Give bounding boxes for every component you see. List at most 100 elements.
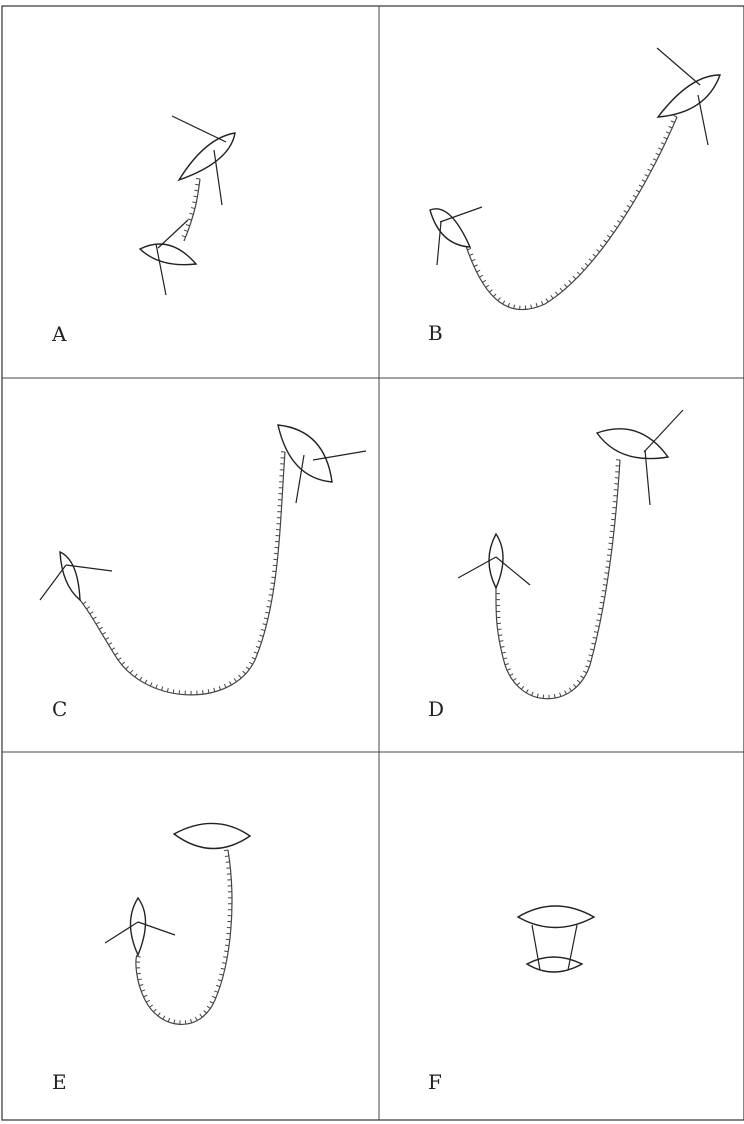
- trail-tick: [472, 259, 476, 261]
- panel-b-upper-keel: [698, 95, 708, 145]
- trail-tick: [108, 643, 111, 645]
- trail-tick: [146, 1000, 150, 1002]
- trail-tick: [96, 622, 99, 624]
- trail-tick: [126, 666, 129, 669]
- trail-tick: [182, 236, 186, 237]
- trail-tick: [587, 661, 591, 662]
- panel-d: D: [428, 410, 683, 721]
- panel-a-lower-mast: [158, 220, 188, 248]
- trail-tick: [267, 606, 271, 607]
- trail-tick: [669, 126, 673, 128]
- panel-b-upper-mast: [657, 48, 700, 85]
- trail-tick: [200, 1014, 202, 1017]
- trail-tick: [144, 995, 148, 997]
- trail-tick: [577, 680, 580, 683]
- trail-tick: [115, 653, 118, 655]
- panel-d-upper-mast: [644, 410, 683, 452]
- trail-tick: [526, 689, 528, 692]
- trail-tick: [666, 132, 670, 134]
- trail-tick: [222, 963, 226, 964]
- panel-b-upper-boat: [658, 75, 720, 117]
- trail-tick: [118, 658, 121, 660]
- trail-tick: [589, 259, 592, 262]
- trail-tick: [150, 682, 152, 686]
- trail-tick: [225, 856, 229, 857]
- panel-b-trail: [466, 117, 677, 310]
- trail-tick: [650, 164, 654, 166]
- trail-tick: [486, 285, 489, 287]
- trail-tick: [614, 225, 617, 227]
- panel-d-upper-boat: [597, 429, 668, 459]
- trail-tick: [664, 137, 668, 139]
- trail-tick: [594, 632, 598, 633]
- trail-tick: [192, 202, 196, 203]
- trail-tick: [141, 990, 145, 991]
- trail-tick: [589, 655, 593, 656]
- trail-tick: [263, 624, 267, 625]
- trail-tick: [105, 638, 108, 640]
- trail-tick: [207, 1006, 210, 1008]
- trail-tick: [208, 689, 209, 693]
- trail-tick: [188, 219, 192, 220]
- trail-tick: [173, 689, 174, 693]
- trail-tick: [585, 666, 589, 667]
- panel-e-upper-boat: [174, 823, 250, 848]
- trail-tick: [268, 601, 272, 602]
- trail-tick: [469, 254, 473, 255]
- trail-tick: [156, 685, 157, 689]
- trail-tick: [580, 676, 583, 678]
- trail-tick: [158, 1013, 161, 1016]
- trail-tick: [517, 683, 520, 686]
- trail-tick: [499, 641, 503, 642]
- trail-tick: [577, 272, 580, 275]
- panel-b: B: [428, 48, 720, 345]
- panel-f-label: F: [428, 1070, 442, 1094]
- trail-tick: [673, 115, 677, 117]
- trail-tick: [239, 675, 242, 678]
- trail-tick: [602, 591, 606, 592]
- trail-tick: [531, 305, 532, 309]
- trail-tick: [591, 643, 595, 644]
- trail-tick: [595, 626, 599, 627]
- trail-tick: [214, 688, 215, 692]
- panel-d-trail: [496, 460, 620, 699]
- trail-tick: [508, 303, 510, 307]
- trail-tick: [145, 680, 147, 684]
- trail-tick: [194, 196, 198, 197]
- trail-tick: [621, 216, 624, 218]
- trail-tick: [604, 240, 607, 242]
- trail-tick: [224, 850, 228, 851]
- trail-tick: [636, 190, 639, 192]
- trail-tick: [224, 951, 228, 952]
- panel-e-lower-boat: [131, 898, 146, 955]
- trail-tick: [249, 662, 252, 664]
- trail-tick: [642, 180, 645, 182]
- trail-tick: [489, 290, 492, 293]
- trail-tick: [112, 648, 115, 650]
- trail-tick: [607, 235, 610, 237]
- panel-f-upper-boat: [518, 906, 594, 928]
- trail-tick: [482, 280, 485, 282]
- trail-tick: [573, 276, 576, 279]
- trail-tick: [513, 678, 516, 680]
- trail-tick: [639, 185, 642, 187]
- trail-tick: [137, 956, 141, 957]
- trail-tick: [532, 692, 534, 696]
- trail-tick: [99, 627, 102, 629]
- trail-tick: [167, 688, 168, 692]
- trail-tick: [90, 612, 93, 614]
- trail-tick: [252, 657, 256, 659]
- trail-tick: [223, 957, 227, 958]
- trail-tick: [608, 549, 612, 550]
- trail-tick: [560, 288, 563, 291]
- panel-a-upper-mast: [172, 116, 226, 142]
- trail-tick: [493, 294, 496, 297]
- trail-tick: [140, 677, 142, 680]
- panel-d-label: D: [428, 697, 444, 721]
- trail-tick: [218, 980, 222, 981]
- trail-tick: [83, 602, 86, 604]
- trail-tick: [258, 641, 262, 642]
- trail-tick: [630, 200, 633, 202]
- trail-tick: [229, 681, 231, 684]
